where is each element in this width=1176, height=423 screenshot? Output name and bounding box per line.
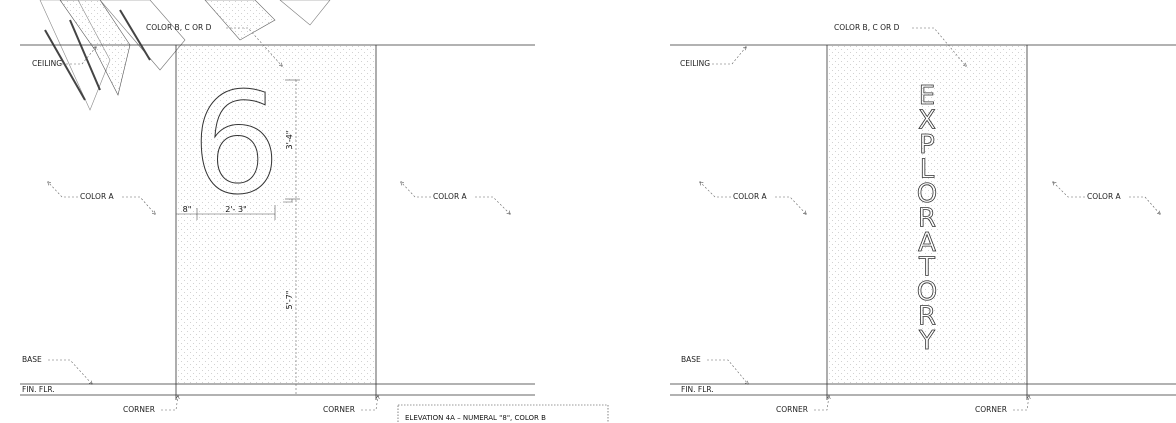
color-a-label-left: COLOR A [733, 192, 768, 201]
vertical-word-letter: O [917, 179, 937, 209]
vertical-word-letter: R [918, 204, 936, 234]
vertical-word-letter: P [919, 130, 935, 160]
left-elevation: 6 3'-4" 8" 2'- 3" 5'-7" COLOR B, C OR D … [20, 23, 609, 423]
color-a-label-right: COLOR A [1087, 192, 1122, 201]
corner-label-right: CORNER [975, 405, 1007, 414]
vertical-word-letter: X [918, 106, 936, 136]
corner-label-left: CORNER [776, 405, 808, 414]
fin-flr-label: FIN. FLR. [22, 385, 55, 394]
color-bcd-label: COLOR B, C OR D [146, 23, 212, 32]
numeral-width-dimension: 2'- 3" [225, 205, 247, 214]
numeral-graphic: 6 [191, 63, 280, 226]
color-a-label-right: COLOR A [433, 192, 468, 201]
fin-flr-label: FIN. FLR. [681, 385, 714, 394]
ceiling-label: CEILING [680, 59, 710, 68]
color-a-label-left: COLOR A [80, 192, 115, 201]
vertical-word-letter: L [920, 155, 935, 185]
left-offset-dimension: 8" [183, 205, 192, 214]
base-label: BASE [681, 355, 701, 364]
corner-label-right: CORNER [323, 405, 355, 414]
color-bcd-label: COLOR B, C OR D [834, 23, 900, 32]
numeral-height-dimension: 3'-4" [285, 131, 294, 150]
elevation-caption: ELEVATION 4A – NUMERAL "8", COLOR B [405, 414, 546, 422]
vertical-word-letter: A [918, 228, 936, 258]
vertical-word-letter: R [918, 302, 936, 332]
vertical-word-letter: Y [918, 326, 935, 356]
accent-panel [827, 45, 1027, 384]
corner-label-left: CORNER [123, 405, 155, 414]
floor-to-numeral-dimension: 5'-7" [285, 291, 294, 310]
ceiling-label: CEILING [32, 59, 62, 68]
accent-panel [176, 45, 376, 384]
elevation-caption-box [397, 404, 609, 423]
vertical-word-letter: T [918, 253, 935, 283]
vertical-word-letter: O [917, 277, 937, 307]
base-label: BASE [22, 355, 42, 364]
vertical-word-letter: E [919, 81, 935, 111]
